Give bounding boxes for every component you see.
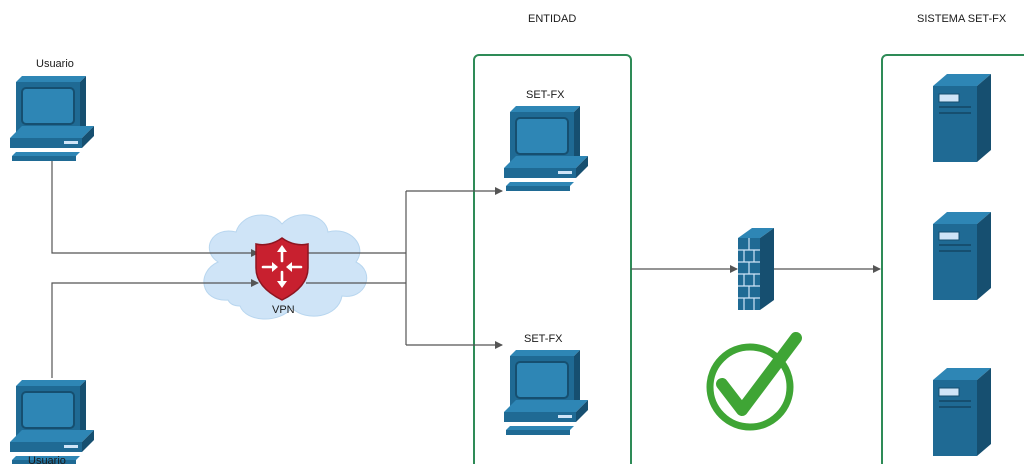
server-top-icon <box>932 73 992 163</box>
usuario-top-computer-icon <box>9 75 95 162</box>
firewall-icon <box>738 228 774 310</box>
entidad-label: ENTIDAD <box>528 13 577 25</box>
connector-user-bottom-to-vpn <box>51 279 259 378</box>
sistema-container <box>881 54 1024 464</box>
vpn-label: VPN <box>272 304 295 316</box>
server-middle-icon <box>932 211 992 301</box>
usuario-bottom-label: Usuario <box>28 455 66 467</box>
vpn-router-shield-icon <box>255 237 309 301</box>
setfx-top-label: SET-FX <box>526 89 565 101</box>
connector-user-top-to-vpn <box>51 160 259 257</box>
setfx-bottom-computer-icon <box>503 349 589 436</box>
setfx-bottom-label: SET-FX <box>524 333 563 345</box>
check-circle-icon <box>706 332 802 431</box>
sistema-label: SISTEMA SET-FX <box>917 13 1007 25</box>
setfx-top-computer-icon <box>503 105 589 192</box>
usuario-bottom-computer-icon <box>9 379 95 464</box>
server-bottom-icon <box>932 367 992 457</box>
entidad-container <box>473 54 632 464</box>
usuario-top-label: Usuario <box>36 58 74 70</box>
